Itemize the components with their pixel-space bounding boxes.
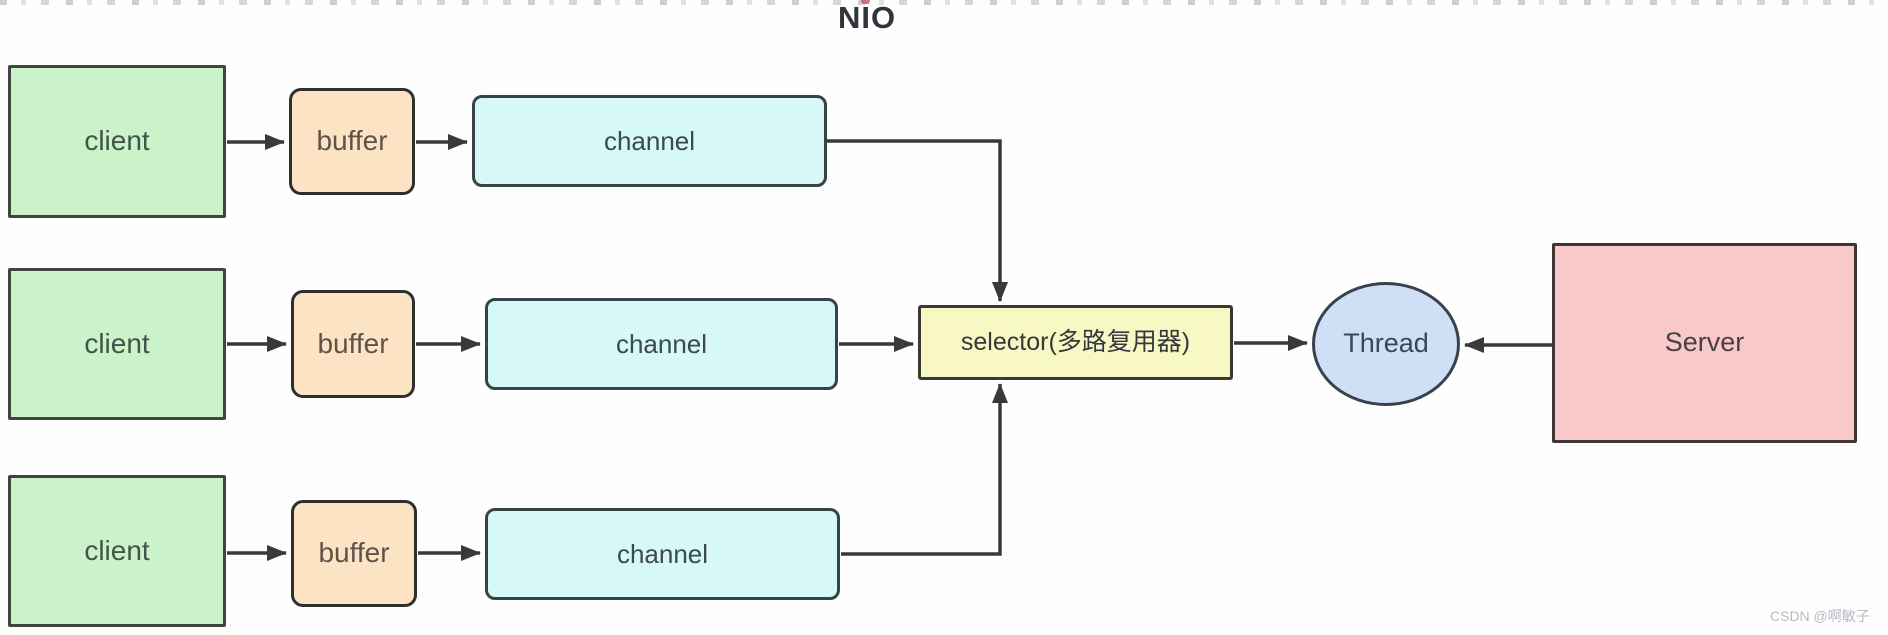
selector-box: selector(多路复用器) — [918, 305, 1233, 380]
channel-box-2: channel — [485, 298, 838, 390]
csdn-watermark: CSDN @啊敏子 — [1770, 608, 1870, 624]
thread-circle: Thread — [1312, 282, 1460, 406]
arrow-channel1-selector — [827, 139, 1008, 302]
arrow-channel3-selector — [841, 383, 1008, 556]
client-box-2: client — [8, 268, 226, 420]
buffer-box-1: buffer — [289, 88, 415, 195]
diagram-title: NIO — [838, 0, 897, 35]
client-box-1: client — [8, 65, 226, 218]
server-box: Server — [1552, 243, 1857, 443]
buffer-box-3: buffer — [291, 500, 417, 607]
channel-box-1: channel — [472, 95, 827, 187]
cropped-text-artifacts — [0, 0, 1888, 5]
red-tick-artifact — [861, 0, 870, 4]
client-box-3: client — [8, 475, 226, 627]
buffer-box-2: buffer — [291, 290, 415, 398]
channel-box-3: channel — [485, 508, 840, 600]
